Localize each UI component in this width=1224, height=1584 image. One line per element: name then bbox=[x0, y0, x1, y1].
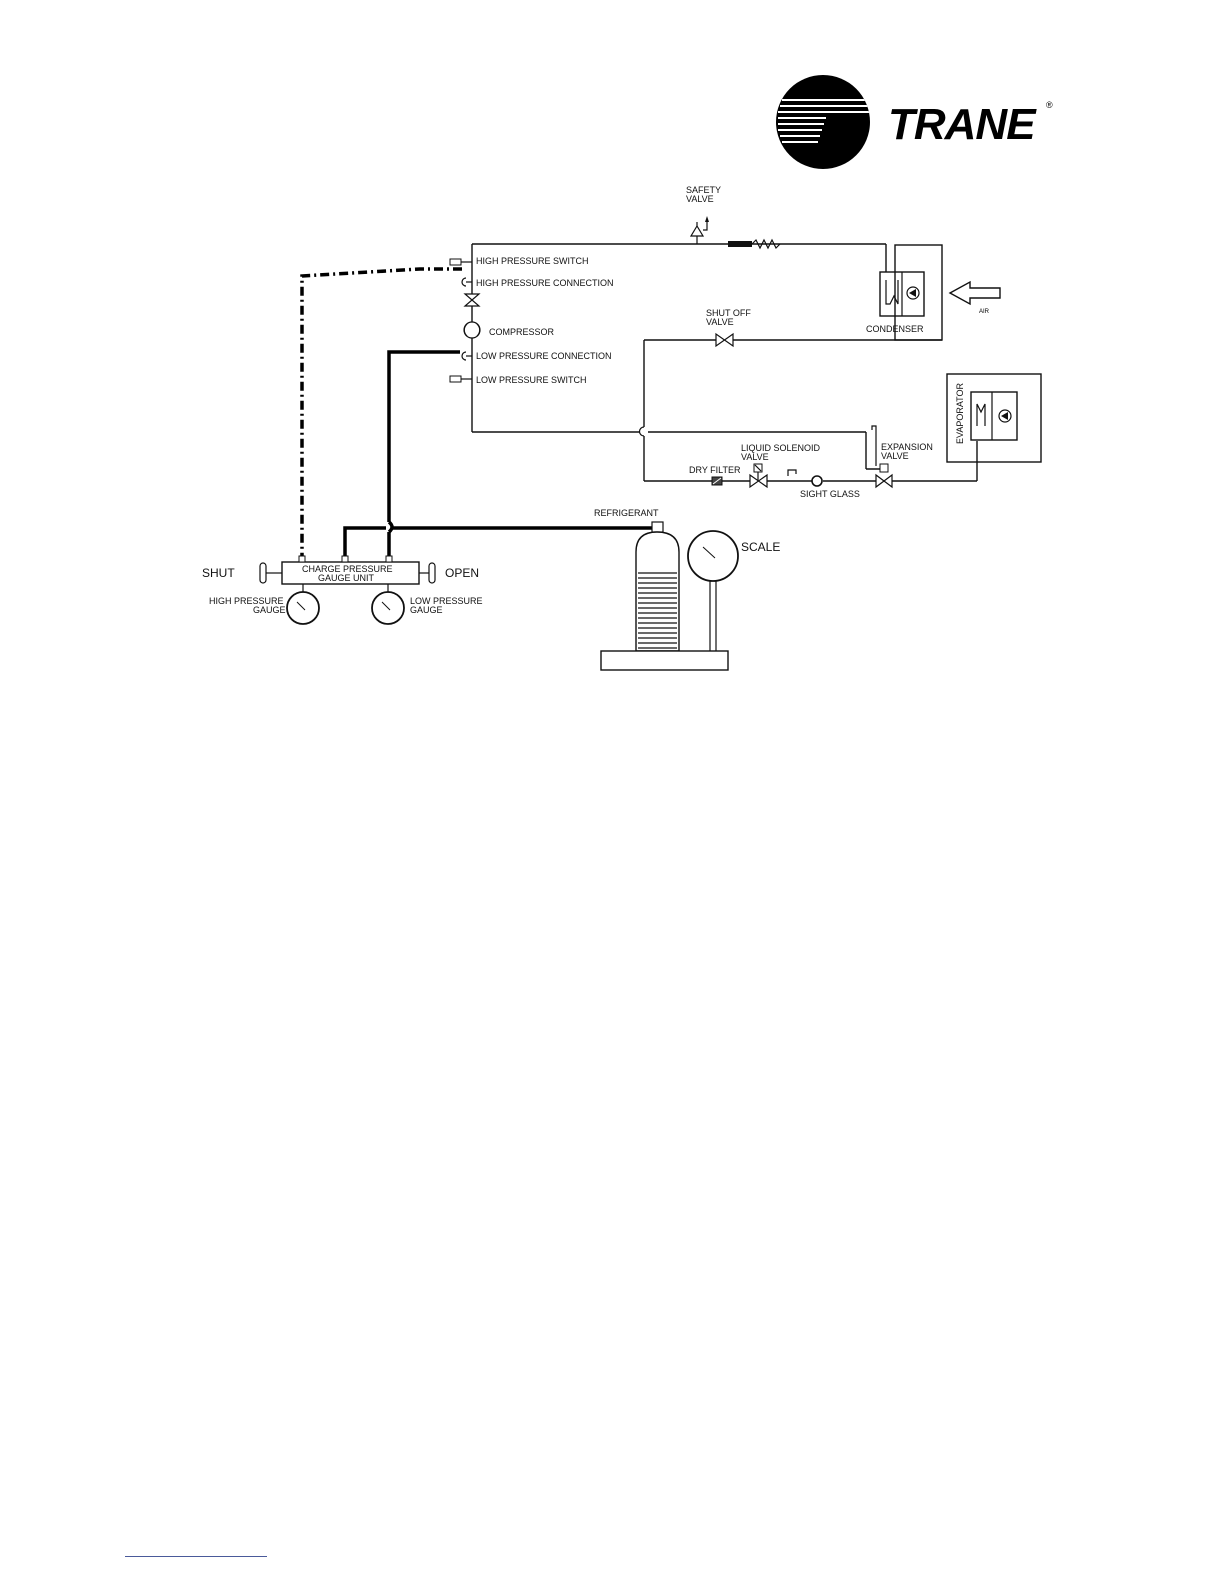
liquid-solenoid-valve: LIQUID SOLENOID VALVE bbox=[741, 443, 821, 489]
high-pressure-gauge-label-2: GAUGE bbox=[253, 605, 286, 615]
open-valve-handle bbox=[428, 562, 436, 584]
trane-logo: TRANE ® bbox=[776, 75, 1053, 169]
sight-glass-label: SIGHT GLASS bbox=[800, 489, 860, 499]
shut-off-valve-label-2: VALVE bbox=[706, 317, 734, 327]
air-arrow-icon bbox=[948, 280, 1001, 306]
low-pressure-gauge-label-1: LOW PRESSURE bbox=[410, 596, 483, 606]
dry-filter: DRY FILTER bbox=[689, 465, 741, 486]
high-pressure-gauge-label-1: HIGH PRESSURE bbox=[209, 596, 284, 606]
condenser-fan-icon bbox=[906, 286, 920, 300]
safety-valve: SAFETY VALVE bbox=[686, 185, 721, 244]
footer-rule bbox=[125, 1556, 267, 1557]
high-pressure-connection-label: HIGH PRESSURE CONNECTION bbox=[476, 278, 614, 288]
condenser-label: CONDENSER bbox=[866, 324, 924, 334]
liquid-solenoid-label-2: VALVE bbox=[741, 452, 769, 462]
compressor-label: COMPRESSOR bbox=[489, 327, 555, 337]
evaporator-unit bbox=[970, 391, 1018, 441]
valve-icon bbox=[715, 332, 734, 348]
shut-label: SHUT bbox=[202, 566, 235, 580]
shut-valve-handle bbox=[259, 562, 267, 584]
scale bbox=[600, 530, 739, 671]
low-pressure-gauge-label-2: GAUGE bbox=[410, 605, 443, 615]
gauge-unit-label-2: GAUGE UNIT bbox=[318, 573, 375, 583]
dry-filter-label: DRY FILTER bbox=[689, 465, 741, 475]
top-line-filter bbox=[728, 241, 752, 247]
refrigerant-label: REFRIGERANT bbox=[594, 508, 659, 518]
low-pressure-switch-label: LOW PRESSURE SWITCH bbox=[476, 375, 587, 385]
charging-hoses bbox=[300, 267, 657, 562]
evaporator-fan-icon bbox=[998, 409, 1012, 423]
liquid-solenoid-label-1: LIQUID SOLENOID bbox=[741, 443, 821, 453]
valve-icon bbox=[463, 293, 481, 307]
charge-pressure-gauge-unit: CHARGE PRESSURE GAUGE UNIT bbox=[259, 555, 436, 625]
shut-off-valve: SHUT OFF VALVE bbox=[706, 308, 751, 348]
gauge-unit-label-1: CHARGE PRESSURE bbox=[302, 564, 393, 574]
evaporator-label: EVAPORATOR bbox=[955, 382, 965, 444]
high-pressure-switch-label: HIGH PRESSURE SWITCH bbox=[476, 256, 589, 266]
valve-icon bbox=[875, 473, 893, 489]
registered-mark: ® bbox=[1046, 100, 1053, 110]
expansion-valve-label-2: VALVE bbox=[881, 451, 909, 461]
safety-valve-label-2: VALVE bbox=[686, 194, 714, 204]
expansion-valve: EXPANSION VALVE bbox=[875, 442, 933, 489]
brand-wordmark: TRANE bbox=[888, 100, 1037, 149]
low-pressure-connection-label: LOW PRESSURE CONNECTION bbox=[476, 351, 612, 361]
sight-glass: SIGHT GLASS bbox=[787, 469, 860, 499]
scale-platform bbox=[600, 650, 729, 671]
open-label: OPEN bbox=[445, 566, 479, 580]
refrigerant-cylinder-icon bbox=[635, 521, 680, 652]
compressor-column: HIGH PRESSURE SWITCH HIGH PRESSURE CONNE… bbox=[449, 256, 614, 385]
expansion-valve-label-1: EXPANSION bbox=[881, 442, 933, 452]
scale-label: SCALE bbox=[741, 540, 780, 554]
air-label: AIR bbox=[979, 309, 990, 315]
trane-circle-logo-icon bbox=[776, 75, 870, 169]
safety-valve-label-1: SAFETY bbox=[686, 185, 721, 195]
refrigerant-circuit bbox=[471, 238, 1042, 482]
evaporator-housing bbox=[946, 373, 1042, 463]
valve-icon bbox=[689, 224, 705, 237]
shut-off-valve-label-1: SHUT OFF bbox=[706, 308, 751, 318]
